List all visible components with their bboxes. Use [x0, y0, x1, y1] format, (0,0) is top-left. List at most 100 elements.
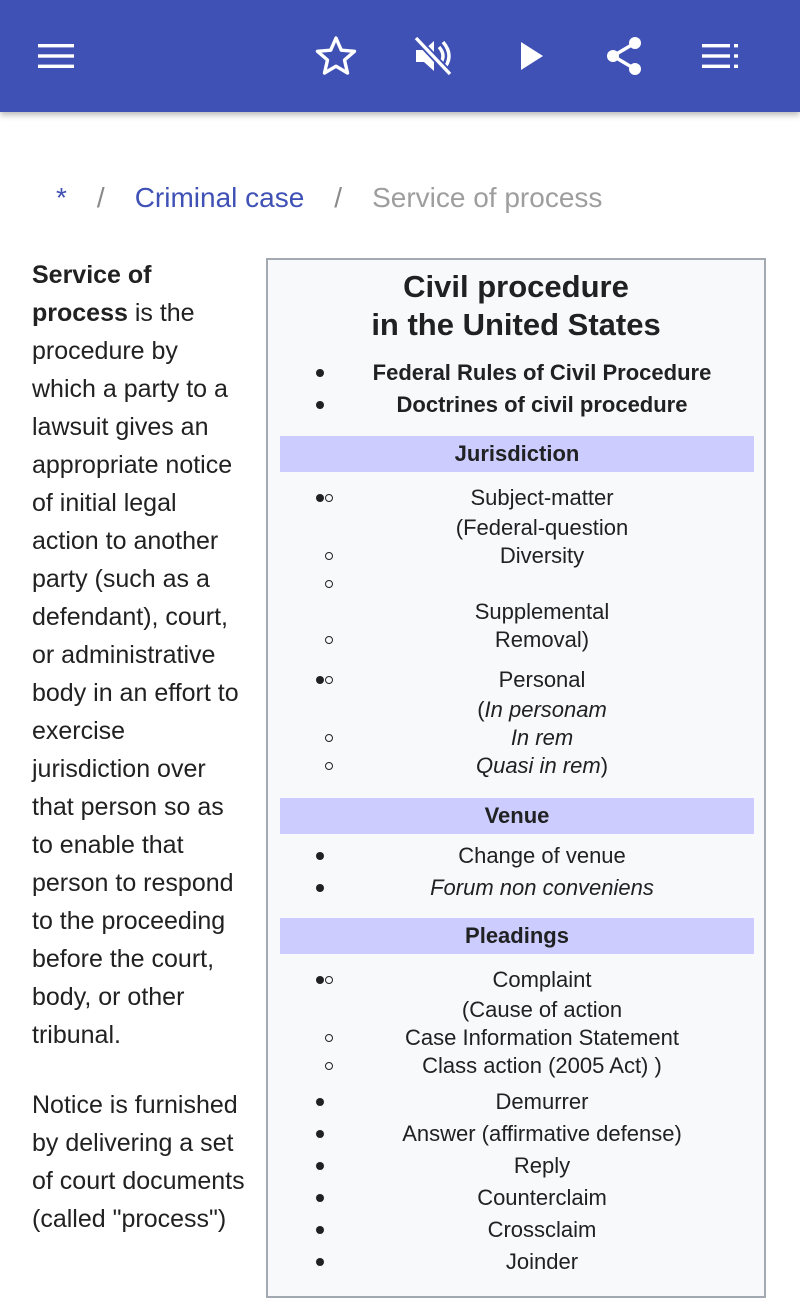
infobox-title-line: in the United States: [371, 307, 661, 342]
list-item: Counterclaim: [268, 1182, 764, 1214]
list-item: [268, 568, 764, 600]
infobox-link[interactable]: Answer (affirmative defense): [402, 1121, 682, 1146]
share-icon: [607, 37, 641, 75]
article-body: Service of process is the procedure by w…: [32, 256, 248, 1270]
section-heading-pleadings[interactable]: Pleadings: [280, 918, 754, 954]
bullet-icon: [316, 884, 324, 892]
circle-bullet-icon: [325, 493, 333, 502]
bullet-icon: [316, 1258, 324, 1266]
menu-icon: [38, 44, 74, 68]
paren: ): [600, 753, 609, 778]
list-item: Diversity: [268, 540, 764, 572]
infobox-link[interactable]: In rem: [510, 725, 574, 750]
list-item: Forum non conveniens: [268, 872, 764, 904]
article-term: Service of process: [32, 261, 152, 327]
circle-bullet-icon: [325, 551, 333, 560]
contents-button[interactable]: [692, 28, 748, 84]
list-item: Subject-matter: [268, 482, 764, 514]
infobox-link[interactable]: Class action (2005 Act) ): [422, 1053, 662, 1078]
infobox-link[interactable]: Reply: [513, 1153, 571, 1178]
list-item: (Federal-question: [268, 512, 764, 544]
infobox-link[interactable]: Counterclaim: [477, 1185, 607, 1210]
bullet-icon: [316, 1162, 324, 1170]
infobox-link[interactable]: Complaint: [492, 967, 592, 992]
circle-bullet-icon: [325, 733, 333, 742]
list-item: Joinder: [268, 1246, 764, 1278]
infobox-link[interactable]: Doctrines of civil procedure: [396, 392, 688, 417]
list-item: Reply: [268, 1150, 764, 1182]
bullet-icon: [316, 494, 324, 502]
breadcrumb-current: Service of process: [372, 182, 603, 213]
play-button[interactable]: [502, 28, 558, 84]
volume-off-icon: [413, 35, 453, 77]
list-item: Quasi in rem): [268, 750, 764, 782]
breadcrumb-separator: /: [334, 182, 343, 213]
article-paragraph: Service of process is the procedure by w…: [32, 256, 248, 1054]
list-item: Change of venue: [268, 840, 764, 872]
bullet-icon: [316, 676, 324, 684]
article-text: is the procedure by which a party to a l…: [32, 299, 239, 1049]
infobox-title-line: Civil procedure: [403, 269, 629, 304]
list-item: (Cause of action: [268, 994, 764, 1026]
infobox-link[interactable]: Federal Rules of Civil Procedure: [372, 360, 712, 385]
circle-bullet-icon: [325, 1061, 333, 1070]
list-item: Answer (affirmative defense): [268, 1118, 764, 1150]
list-item: In rem: [268, 722, 764, 754]
infobox-link[interactable]: Removal): [494, 627, 590, 652]
breadcrumb-home-link[interactable]: *: [56, 182, 67, 213]
section-heading-venue[interactable]: Venue: [280, 798, 754, 834]
star-outline-icon: [315, 36, 357, 75]
bullet-icon: [316, 976, 324, 984]
list-item: Federal Rules of Civil Procedure: [268, 357, 764, 389]
app-bar: [0, 0, 800, 112]
infobox-link[interactable]: Personal: [498, 667, 586, 692]
article-paragraph: Notice is furnished by delivering a set …: [32, 1091, 245, 1233]
bullet-icon: [316, 1194, 324, 1202]
infobox-link[interactable]: Diversity: [499, 543, 585, 568]
list-item: Removal): [268, 624, 764, 656]
circle-bullet-icon: [325, 975, 333, 984]
circle-bullet-icon: [325, 1033, 333, 1042]
infobox-link[interactable]: Crossclaim: [487, 1217, 597, 1242]
circle-bullet-icon: [325, 579, 333, 588]
infobox-link[interactable]: Joinder: [505, 1249, 579, 1274]
list-item: Personal: [268, 664, 764, 696]
infobox-text: Quasi in rem): [328, 750, 756, 782]
play-icon: [521, 42, 543, 70]
infobox-link[interactable]: Forum non conveniens: [430, 875, 654, 900]
list-item: Complaint: [268, 964, 764, 996]
menu-button[interactable]: [28, 28, 84, 84]
infobox-link[interactable]: Quasi in rem: [475, 753, 601, 778]
infobox-text: (In personam: [328, 694, 756, 726]
infobox-link[interactable]: (Federal-question: [455, 515, 629, 540]
bullet-icon: [316, 852, 324, 860]
list-item: Case Information Statement: [268, 1022, 764, 1054]
bullet-icon: [316, 401, 324, 409]
infobox-link[interactable]: Change of venue: [458, 843, 626, 868]
playlist-icon: [702, 44, 738, 68]
paren: (: [477, 697, 485, 722]
infobox-link[interactable]: Subject-matter: [470, 485, 614, 510]
infobox-link[interactable]: (Cause of action: [461, 997, 623, 1022]
list-item: Crossclaim: [268, 1214, 764, 1246]
circle-bullet-icon: [325, 635, 333, 644]
mute-button[interactable]: [404, 28, 460, 84]
list-item: Demurrer: [268, 1086, 764, 1118]
bullet-icon: [316, 369, 324, 377]
list-item: Doctrines of civil procedure: [268, 389, 764, 421]
bullet-icon: [316, 1130, 324, 1138]
breadcrumb-parent-link[interactable]: Criminal case: [134, 182, 305, 213]
section-heading-jurisdiction[interactable]: Jurisdiction: [280, 436, 754, 472]
infobox-title: Civil procedure in the United States: [268, 268, 764, 344]
infobox-link[interactable]: Case Information Statement: [405, 1025, 679, 1050]
list-item: Supplemental: [268, 596, 764, 628]
infobox: Civil procedure in the United States Fed…: [266, 258, 766, 1298]
infobox-link[interactable]: In personam: [484, 697, 607, 722]
share-button[interactable]: [596, 28, 652, 84]
infobox-link[interactable]: Demurrer: [495, 1089, 589, 1114]
infobox-link[interactable]: Supplemental: [474, 599, 610, 624]
breadcrumb: * / Criminal case / Service of process: [56, 178, 602, 218]
favorite-button[interactable]: [308, 28, 364, 84]
list-item: Class action (2005 Act) ): [268, 1050, 764, 1082]
breadcrumb-separator: /: [96, 182, 105, 213]
